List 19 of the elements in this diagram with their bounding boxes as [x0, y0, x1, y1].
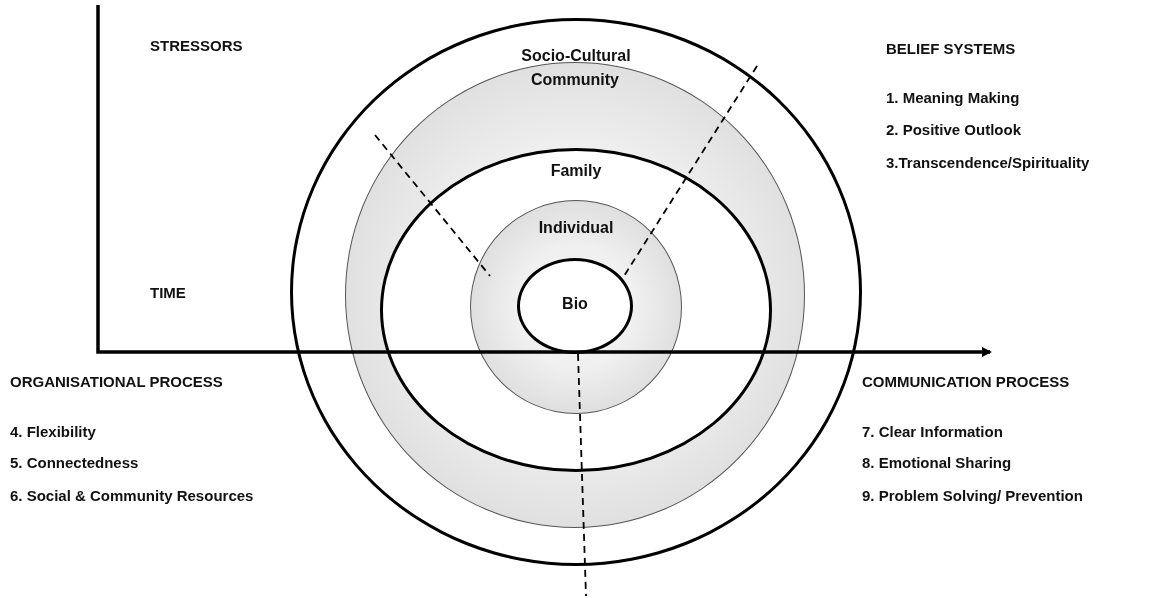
ring-label: Socio-Cultural — [521, 47, 631, 64]
list-item: 7. Clear Information — [862, 423, 1003, 440]
list-item: 5. Connectedness — [10, 454, 139, 471]
ring-label: Bio — [562, 295, 588, 312]
quadrant-heading: ORGANISATIONAL PROCESS — [10, 373, 223, 390]
list-item: 8. Emotional Sharing — [862, 454, 1012, 471]
list-item: 3.Transcendence/Spirituality — [886, 154, 1090, 171]
ring-label: Community — [531, 71, 619, 88]
list-item: 2. Positive Outlook — [886, 121, 1022, 138]
ring-label: Family — [550, 162, 602, 179]
list-item: 9. Problem Solving/ Prevention — [862, 487, 1083, 504]
quadrant-heading: COMMUNICATION PROCESS — [862, 373, 1070, 390]
ring-label: Individual — [538, 219, 614, 236]
list-item: 1. Meaning Making — [886, 89, 1020, 106]
list-item: 4. Flexibility — [10, 423, 96, 440]
quadrant-heading: BELIEF SYSTEMS — [886, 40, 1016, 57]
quadrant-heading: STRESSORS — [150, 37, 243, 54]
list-item: 6. Social & Community Resources — [10, 487, 254, 504]
axis-label: TIME — [150, 284, 186, 301]
